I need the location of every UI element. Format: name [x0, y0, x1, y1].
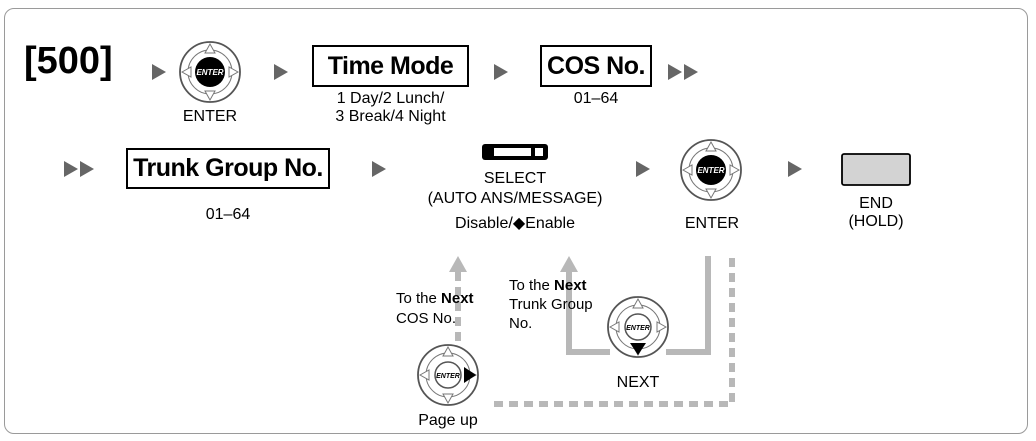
end-label: END	[859, 195, 893, 212]
end-key-icon	[841, 153, 911, 186]
svg-text:ENTER: ENTER	[697, 166, 724, 175]
cos-number-box: COS No.	[540, 45, 652, 87]
next-cos-label-line2: COS No.	[396, 310, 457, 327]
enter-navigator-icon-2: ENTER	[680, 139, 742, 201]
diagram-frame	[4, 8, 1028, 434]
flow-arrow	[274, 64, 288, 80]
enter-label: ENTER	[182, 108, 238, 125]
select-label: SELECT	[483, 170, 547, 187]
program-number: [500]	[24, 40, 113, 82]
enable-default-diamond-icon: ◆	[512, 215, 526, 232]
flow-arrow	[636, 161, 650, 177]
trunk-group-range: 01–64	[205, 206, 251, 223]
next-trunk-label-line2: Trunk Group	[509, 296, 593, 313]
select-options: Disable/◆Enable	[410, 215, 620, 233]
next-trunk-arrowhead	[560, 256, 578, 272]
page-up-label: Page up	[418, 412, 478, 429]
next-trunk-label-line3: No.	[509, 315, 533, 332]
next-trunk-line-right	[666, 256, 711, 355]
cos-range: 01–64	[573, 90, 619, 107]
page-up-return-line	[492, 258, 735, 407]
next-cos-label-line1: To the Next	[396, 290, 474, 307]
flow-arrow	[372, 161, 386, 177]
time-mode-box: Time Mode	[312, 45, 469, 87]
flow-arrow	[494, 64, 508, 80]
flow-arrow	[788, 161, 802, 177]
next-navigator-icon: ENTER	[607, 296, 669, 358]
flow-arrow	[80, 161, 94, 177]
flow-arrow	[684, 64, 698, 80]
svg-text:ENTER: ENTER	[196, 68, 223, 77]
next-trunk-label-line1: To the Next	[509, 277, 587, 294]
select-sublabel: (AUTO ANS/MESSAGE)	[427, 190, 603, 207]
page-up-navigator-icon: ENTER	[417, 344, 479, 406]
flow-arrow	[152, 64, 166, 80]
enter-label-2: ENTER	[684, 215, 740, 232]
enter-navigator-icon: ENTER	[179, 41, 241, 103]
disable-option: Disable/	[455, 215, 513, 232]
flow-arrow	[64, 161, 78, 177]
select-key-icon	[482, 144, 548, 160]
trunk-group-box: Trunk Group No.	[126, 148, 330, 189]
flow-arrow	[668, 64, 682, 80]
svg-text:ENTER: ENTER	[436, 373, 460, 380]
time-mode-options-line2: 3 Break/4 Night	[335, 108, 446, 125]
next-cos-arrowhead	[449, 256, 467, 272]
next-label: NEXT	[616, 374, 660, 391]
next-trunk-line	[566, 272, 610, 355]
enable-option: Enable	[525, 215, 575, 232]
end-sublabel: (HOLD)	[848, 213, 904, 230]
svg-text:ENTER: ENTER	[626, 325, 650, 332]
time-mode-options-line1: 1 Day/2 Lunch/	[336, 90, 445, 107]
